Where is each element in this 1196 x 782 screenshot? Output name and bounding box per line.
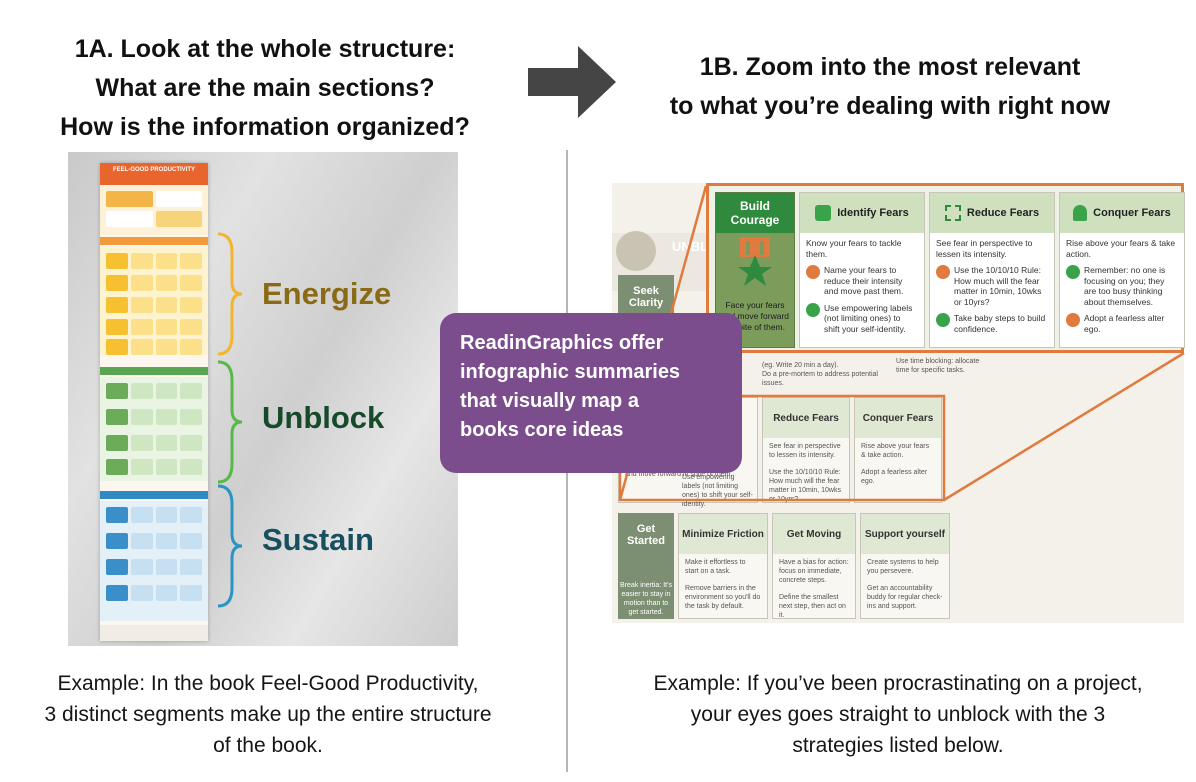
shield-star-icon <box>738 237 772 286</box>
head-icon <box>806 302 820 317</box>
caption-left: Example: In the book Feel-Good Productiv… <box>8 668 528 761</box>
section-1a-header: 1A. Look at the whole structure: What ar… <box>20 30 510 147</box>
clarity-item: (eg. Write 20 min a day). <box>762 362 839 369</box>
header-line: What are the main sections? <box>95 74 435 102</box>
card-title: Support yourself <box>861 514 949 554</box>
section-1b-header: 1B. Zoom into the most relevant to what … <box>640 48 1140 126</box>
card-item: Adopt a fearless alter ego. <box>1084 313 1165 334</box>
card-title: Identify Fears <box>837 206 909 219</box>
caption-line: Example: In the book Feel-Good Productiv… <box>57 672 479 695</box>
caption-line: strategies listed below. <box>792 734 1004 757</box>
card-item: Remove barriers in the environment so yo… <box>685 585 761 610</box>
mid-card-reduce-fears: Reduce Fears See fear in perspective to … <box>762 397 850 503</box>
card-desc: Make it effortless to start on a task. <box>685 559 746 575</box>
clarity-item: Use time blocking: allocate time for spe… <box>896 358 980 374</box>
energize-brace-icon <box>217 232 243 356</box>
mid-card-conquer-fears: Conquer Fears Rise above your fears & ta… <box>854 397 942 503</box>
caption-right: Example: If you’ve been procrastinating … <box>618 668 1178 761</box>
card-conquer-fears: Conquer Fears Rise above your fears & ta… <box>1059 192 1185 348</box>
card-identify-fears: Identify Fears Know your fears to tackle… <box>799 192 925 348</box>
card-item: Remember: no one is focusing on you; the… <box>1084 265 1166 307</box>
card-reduce-fears: Reduce Fears See fear in perspective to … <box>929 192 1055 348</box>
segment-label-unblock: Unblock <box>262 400 385 435</box>
alter-ego-icon <box>1066 313 1080 327</box>
callout-line: that visually map a <box>460 390 639 412</box>
get-started-title: Get Started <box>627 523 665 547</box>
caption-line: your eyes goes straight to unblock with … <box>690 703 1106 726</box>
callout-line: ReadinGraphics offer <box>460 332 664 354</box>
card-item: Use the 10/10/10 Rule: How much will the… <box>954 265 1042 307</box>
caption-line: 3 distinct segments make up the entire s… <box>44 703 492 726</box>
unblock-section-icon <box>616 231 656 271</box>
card-desc: Know your fears to tackle them. <box>806 238 902 259</box>
mid-card-desc: Rise above your fears & take action. <box>861 443 930 459</box>
mid-card-title: Conquer Fears <box>855 398 941 438</box>
segment-label-energize: Energize <box>262 276 392 311</box>
infographic-poster-thumbnail: FEEL-GOOD PRODUCTIVITY <box>100 163 208 641</box>
readingraphics-callout: ReadinGraphics offer infographic summari… <box>440 313 742 473</box>
unblock-brace-icon <box>217 360 243 484</box>
hero-figure-icon <box>1073 205 1088 221</box>
header-line: 1B. Zoom into the most relevant <box>699 53 1081 81</box>
card-minimize-friction: Minimize Friction Make it effortless to … <box>678 513 768 619</box>
header-line: to what you’re dealing with right now <box>669 92 1111 120</box>
callout-line: infographic summaries <box>460 361 681 383</box>
build-courage-text: Face your fears and move forward in spit… <box>720 300 790 332</box>
caption-line: of the book. <box>213 734 323 757</box>
card-item: Use empowering labels (not limiting ones… <box>824 302 913 334</box>
card-title: Get Moving <box>773 514 855 554</box>
mid-card-desc: See fear in perspective to lessen its in… <box>769 443 841 459</box>
caption-line: Example: If you’ve been procrastinating … <box>653 672 1143 695</box>
poster-title: FEEL-GOOD PRODUCTIVITY <box>100 163 208 185</box>
tag-icon <box>806 265 820 279</box>
zoomed-detail-box: Build Courage Face your fears and move f… <box>706 183 1185 353</box>
mid-card-title: Reduce Fears <box>763 398 849 438</box>
shrink-arrow-icon <box>944 205 961 221</box>
card-desc: Have a bias for action: focus on immedia… <box>779 559 849 584</box>
card-item: Name your fears to reduce their intensit… <box>824 265 904 296</box>
card-desc: Rise above your fears & take action. <box>1066 238 1176 259</box>
right-arrow-icon <box>528 46 616 118</box>
target-icon <box>936 265 950 279</box>
footsteps-icon <box>936 313 950 327</box>
card-support-yourself: Support yourself Create systems to help … <box>860 513 950 619</box>
get-started-text: Break inertia: It's easier to stay in mo… <box>620 582 672 616</box>
card-title: Reduce Fears <box>966 206 1040 219</box>
card-get-moving: Get Moving Have a bias for action: focus… <box>772 513 856 619</box>
card-desc: See fear in perspective to lessen its in… <box>936 238 1033 259</box>
card-title: Minimize Friction <box>679 514 767 554</box>
card-item: Take baby steps to build confidence. <box>954 313 1046 334</box>
card-item: Get an accountability buddy for regular … <box>867 585 943 610</box>
segment-label-sustain: Sustain <box>262 522 374 557</box>
mid-card-text: and move forward in spite of them. <box>625 471 733 478</box>
callout-line: books core ideas <box>460 419 624 441</box>
header-line: How is the information organized? <box>60 113 470 141</box>
card-desc: Create systems to help you persevere. <box>867 559 939 575</box>
header-line: 1A. Look at the whole structure: <box>74 35 456 63</box>
eye-slash-icon <box>1066 265 1080 279</box>
mid-card-item: Adopt a fearless alter ego. <box>861 469 928 485</box>
sustain-brace-icon <box>217 484 243 608</box>
build-courage-title: Build Courage <box>716 193 794 233</box>
card-item: Define the smallest next step, then act … <box>779 594 846 619</box>
puzzle-magnifier-icon <box>815 205 832 221</box>
get-started-tile: Get Started Break inertia: It's easier t… <box>618 513 674 619</box>
mid-card-text: Use empowering labels (not limiting ones… <box>682 474 753 508</box>
card-title: Conquer Fears <box>1093 206 1171 219</box>
clarity-item: Do a pre-mortem to address potential iss… <box>762 371 878 387</box>
